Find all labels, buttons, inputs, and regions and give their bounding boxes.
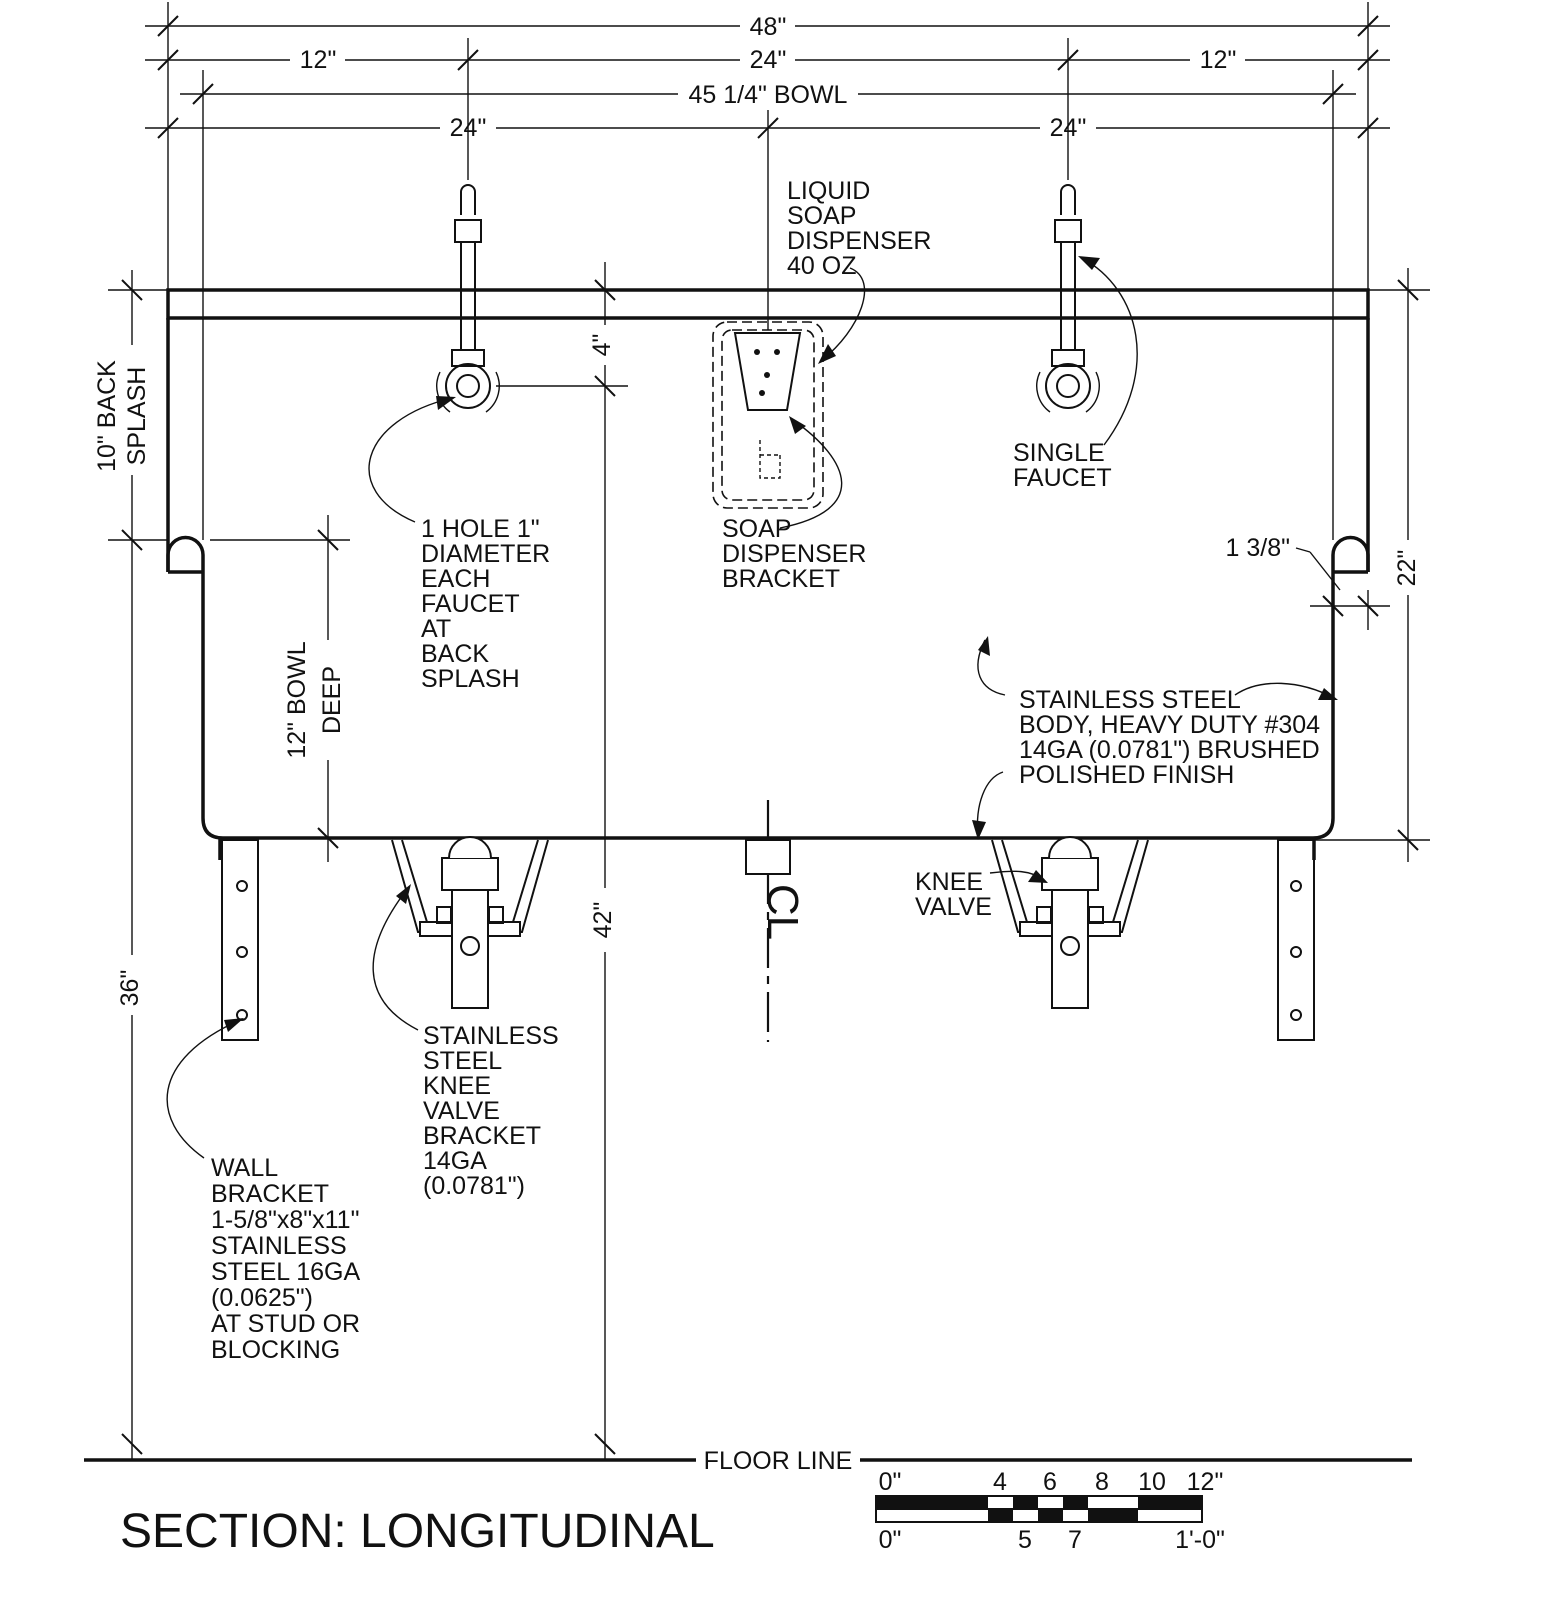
knee-valve-label: KNEE VALVE bbox=[915, 868, 992, 921]
centerline-symbol: CL bbox=[758, 884, 807, 940]
floor-line-label: FLOOR LINE bbox=[704, 1447, 853, 1475]
overall-width-dim: 48" bbox=[750, 13, 787, 41]
scale-bottom-7: 7 bbox=[1068, 1526, 1082, 1554]
soap-bracket-label: SOAP DISPENSER BRACKET bbox=[722, 515, 873, 593]
left-offset-dim: 12" bbox=[300, 46, 337, 74]
scale-bottom-1ft: 1'-0" bbox=[1175, 1526, 1225, 1554]
callout-text: LIQUID SOAP DISPENSER 40 OZ SINGLE FAUCE… bbox=[211, 177, 1327, 1364]
left-faucet bbox=[436, 184, 500, 413]
bowl-width-dim: 45 1/4" BOWL bbox=[689, 81, 848, 109]
rim-radius-dim: 1 3/8" bbox=[1226, 534, 1290, 562]
knee-valve-right bbox=[991, 836, 1149, 1009]
wall-bracket-left bbox=[218, 838, 259, 1041]
top-dimensions: 48" 12" 24" 12" 45 1/4" BOWL 24" 24" bbox=[145, 2, 1390, 540]
knee-bracket-label: STAINLESS STEEL KNEE VALVE BRACKET 14GA … bbox=[423, 1022, 566, 1200]
wall-bracket-label: WALL BRACKET 1-5/8"x8"x11" STAINLESS STE… bbox=[211, 1154, 367, 1364]
scale-top-6: 6 bbox=[1043, 1468, 1057, 1496]
soap-dispenser bbox=[712, 321, 824, 509]
back-splash-dim-2: SPLASH bbox=[123, 367, 151, 466]
faucet-hole-label: 1 HOLE 1" DIAMETER EACH FAUCET AT BACK S… bbox=[421, 515, 557, 693]
body-label: STAINLESS STEEL BODY, HEAVY DUTY #304 14… bbox=[1019, 686, 1327, 789]
center-span-dim: 24" bbox=[750, 46, 787, 74]
bowl-deep-dim-1: 12" BOWL bbox=[283, 641, 311, 758]
right-faucet bbox=[1036, 184, 1100, 413]
right-offset-dim: 12" bbox=[1200, 46, 1237, 74]
scale-top-4: 4 bbox=[993, 1468, 1007, 1496]
soap-dispenser-label: LIQUID SOAP DISPENSER 40 OZ bbox=[787, 177, 938, 280]
floor-line: FLOOR LINE bbox=[84, 1447, 1412, 1475]
section-title: SECTION: LONGITUDINAL bbox=[120, 1505, 715, 1558]
single-faucet-label: SINGLE FAUCET bbox=[1013, 439, 1112, 492]
scale-top-0: 0" bbox=[879, 1468, 902, 1496]
rim-height-dim: 42" bbox=[589, 902, 617, 939]
left-half-dim: 24" bbox=[450, 114, 487, 142]
back-splash-dim-1: 10" BACK bbox=[93, 360, 121, 472]
knee-valve-left bbox=[391, 836, 549, 1009]
scale-top-12: 12" bbox=[1187, 1468, 1224, 1496]
vertical-dimensions: 10" BACK SPLASH 36" 12" BOWL DEEP 4" 42" bbox=[93, 262, 1430, 1460]
scale-bottom-5: 5 bbox=[1018, 1526, 1032, 1554]
scale-bottom-0: 0" bbox=[879, 1526, 902, 1554]
faucet-drop-dim: 4" bbox=[588, 334, 616, 357]
scale-bar: 0" 4 6 8 10 12" 0" 5 7 1'-0" bbox=[875, 1468, 1225, 1554]
bowl-deep-dim-2: DEEP bbox=[318, 666, 346, 734]
callout-leaders bbox=[166, 256, 1338, 1159]
total-height-dim: 22" bbox=[1393, 550, 1421, 587]
centerline: CL bbox=[745, 800, 807, 1042]
scale-top-8: 8 bbox=[1095, 1468, 1109, 1496]
wall-bracket-right bbox=[1277, 838, 1316, 1041]
right-half-dim: 24" bbox=[1050, 114, 1087, 142]
scale-top-10: 10 bbox=[1138, 1468, 1166, 1496]
bracket-height-dim: 36" bbox=[116, 970, 144, 1007]
